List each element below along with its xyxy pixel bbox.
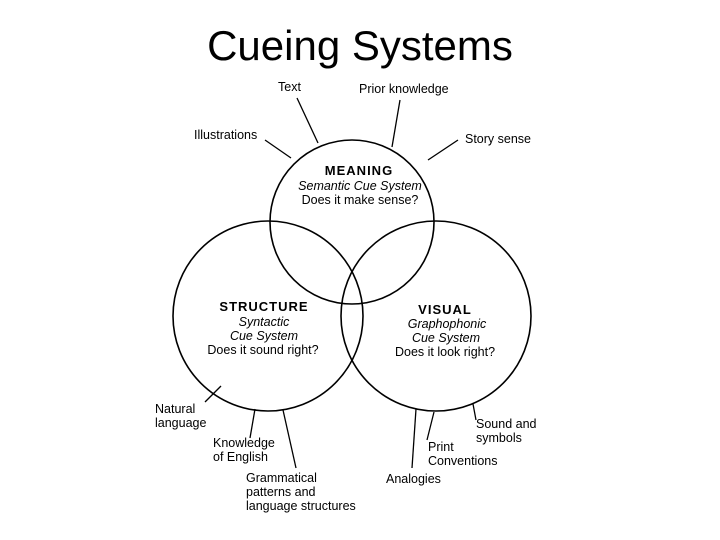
spoke-prior-knowledge bbox=[391, 99, 401, 148]
spoke-sound-and-symbols bbox=[472, 403, 477, 421]
structure-heading: STRUCTURE bbox=[219, 299, 308, 314]
cue-print-conventions-line1: Print bbox=[428, 440, 454, 454]
visual-heading: VISUAL bbox=[418, 302, 472, 317]
structure-system-line2: Cue System bbox=[230, 329, 298, 343]
spoke-grammatical-patterns bbox=[282, 409, 297, 469]
cue-prior-knowledge: Prior knowledge bbox=[359, 82, 449, 96]
visual-system-line1: Graphophonic bbox=[408, 317, 487, 331]
spoke-natural-language bbox=[204, 385, 222, 403]
visual-circle bbox=[340, 220, 532, 412]
cue-text: Text bbox=[278, 80, 301, 94]
visual-system-line2: Cue System bbox=[412, 331, 480, 345]
structure-question: Does it sound right? bbox=[207, 343, 318, 357]
spoke-print-conventions bbox=[426, 411, 435, 441]
spoke-story-sense bbox=[427, 139, 459, 161]
spoke-knowledge-of-english bbox=[249, 408, 256, 439]
structure-circle bbox=[172, 220, 364, 412]
cue-sound-and-symbols-line1: Sound and bbox=[476, 417, 537, 431]
spoke-illustrations bbox=[264, 139, 292, 159]
cue-illustrations: Illustrations bbox=[194, 128, 257, 142]
cue-analogies: Analogies bbox=[386, 472, 441, 486]
meaning-heading: MEANING bbox=[325, 163, 393, 178]
cue-natural-language-line1: Natural bbox=[155, 402, 195, 416]
cue-print-conventions-line2: Conventions bbox=[428, 454, 498, 468]
slide-title: Cueing Systems bbox=[207, 22, 513, 69]
cue-grammatical-line2: patterns and bbox=[246, 485, 316, 499]
meaning-system: Semantic Cue System bbox=[298, 179, 422, 193]
cue-knowledge-of-english-line2: of English bbox=[213, 450, 268, 464]
spoke-text bbox=[296, 97, 319, 144]
cue-grammatical-line1: Grammatical bbox=[246, 471, 317, 485]
cue-natural-language-line2: language bbox=[155, 416, 206, 430]
structure-system-line1: Syntactic bbox=[239, 315, 290, 329]
cue-sound-and-symbols-line2: symbols bbox=[476, 431, 522, 445]
cue-story-sense: Story sense bbox=[465, 132, 531, 146]
meaning-circle bbox=[269, 139, 435, 305]
cue-knowledge-of-english-line1: Knowledge bbox=[213, 436, 275, 450]
visual-question: Does it look right? bbox=[395, 345, 495, 359]
spoke-analogies bbox=[411, 408, 417, 469]
cue-grammatical-line3: language structures bbox=[246, 499, 356, 513]
meaning-question: Does it make sense? bbox=[302, 193, 419, 207]
